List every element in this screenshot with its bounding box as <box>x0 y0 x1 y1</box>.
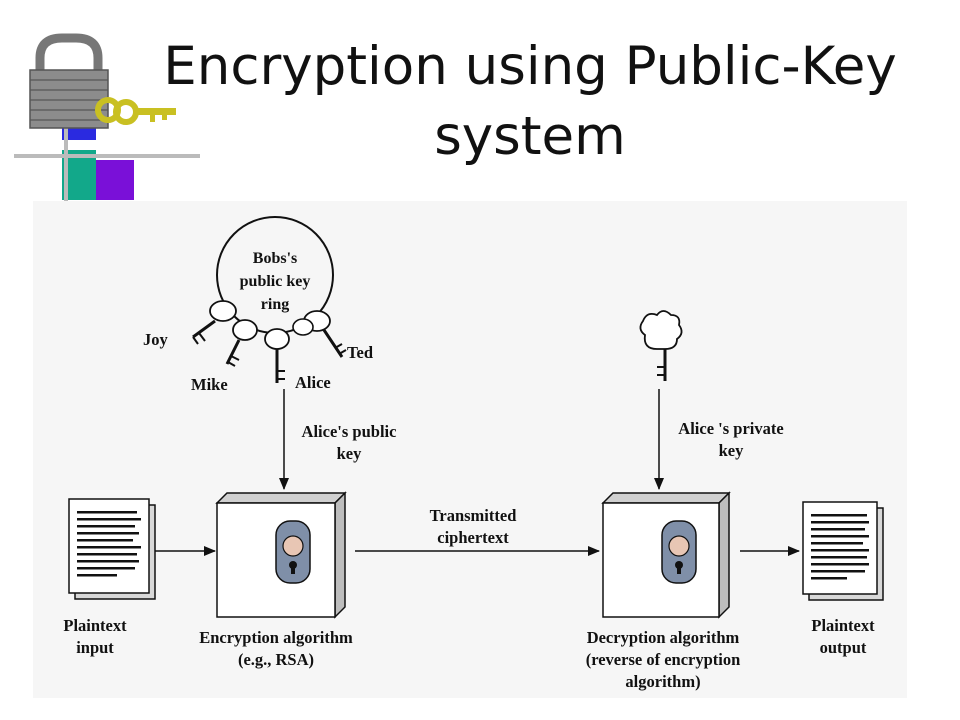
padlock-logo-icon <box>14 33 200 205</box>
encryption-algorithm-label-line: (e.g., RSA) <box>237 650 315 669</box>
ted-key-icon <box>303 310 347 358</box>
slide-title-line-1: Encryption using Public-Key <box>163 36 897 97</box>
alice-public-key-label-line: Alice's public <box>301 422 397 441</box>
plaintext-output-label: Plaintext output <box>793 615 893 659</box>
mike-key-icon <box>225 319 258 367</box>
transmitted-ciphertext-label-line: Transmitted <box>429 506 517 525</box>
plaintext-input-label: Plaintext input <box>45 615 145 659</box>
decryption-algorithm-box <box>601 491 731 619</box>
key-ring-label-line: Bobs's <box>252 250 298 267</box>
ring-key-icon <box>292 318 314 336</box>
encryption-algorithm-box <box>215 491 347 619</box>
slide-title: Encryption using Public-Key system <box>120 32 940 172</box>
alice-label: Alice <box>295 373 331 392</box>
decryption-algorithm-label: Decryption algorithm (reverse of encrypt… <box>563 627 763 693</box>
alice-private-key-label-line: key <box>718 441 744 460</box>
plaintext-output-label-line: output <box>819 638 867 657</box>
encryption-algorithm-label-line: Encryption algorithm <box>199 628 353 647</box>
alice-key-icon <box>264 328 290 383</box>
plaintext-input-label-line: input <box>76 638 114 657</box>
alice-private-key-label: Alice 's private key <box>661 418 801 462</box>
private-key-icon <box>639 310 683 381</box>
transmitted-ciphertext-label-line: ciphertext <box>437 528 509 547</box>
alice-public-key-label-line: key <box>336 444 362 463</box>
decryption-algorithm-label-line: Decryption algorithm <box>586 628 740 647</box>
encryption-algorithm-label: Encryption algorithm (e.g., RSA) <box>181 627 371 671</box>
plaintext-input-label-line: Plaintext <box>63 616 127 635</box>
alice-private-key-label-line: Alice 's private <box>678 419 784 438</box>
encryption-lock-icon <box>275 520 311 584</box>
public-key-diagram: Bobs's public key ring Joy Mike Alice Te… <box>33 201 907 698</box>
alice-public-key-label: Alice's public key <box>285 421 413 465</box>
key-ring-label: Bobs's public key ring <box>220 247 330 316</box>
decryption-lock-icon <box>661 520 697 584</box>
joy-label: Joy <box>143 330 168 349</box>
decryption-algorithm-label-line: (reverse of encryption <box>585 650 741 669</box>
transmitted-ciphertext-label: Transmitted ciphertext <box>413 505 533 549</box>
ted-label: Ted <box>347 343 373 362</box>
plaintext-output-document-icon <box>802 501 884 601</box>
mike-label: Mike <box>191 375 228 394</box>
diagram-graphics <box>68 216 884 619</box>
key-ring-label-line: ring <box>260 296 290 313</box>
decryption-algorithm-label-line: algorithm) <box>625 672 701 691</box>
plaintext-output-label-line: Plaintext <box>811 616 875 635</box>
plaintext-input-document-icon <box>68 498 156 600</box>
joy-key-icon <box>192 300 237 345</box>
slide-title-line-2: system <box>434 106 626 167</box>
key-ring-label-line: public key <box>239 273 311 290</box>
